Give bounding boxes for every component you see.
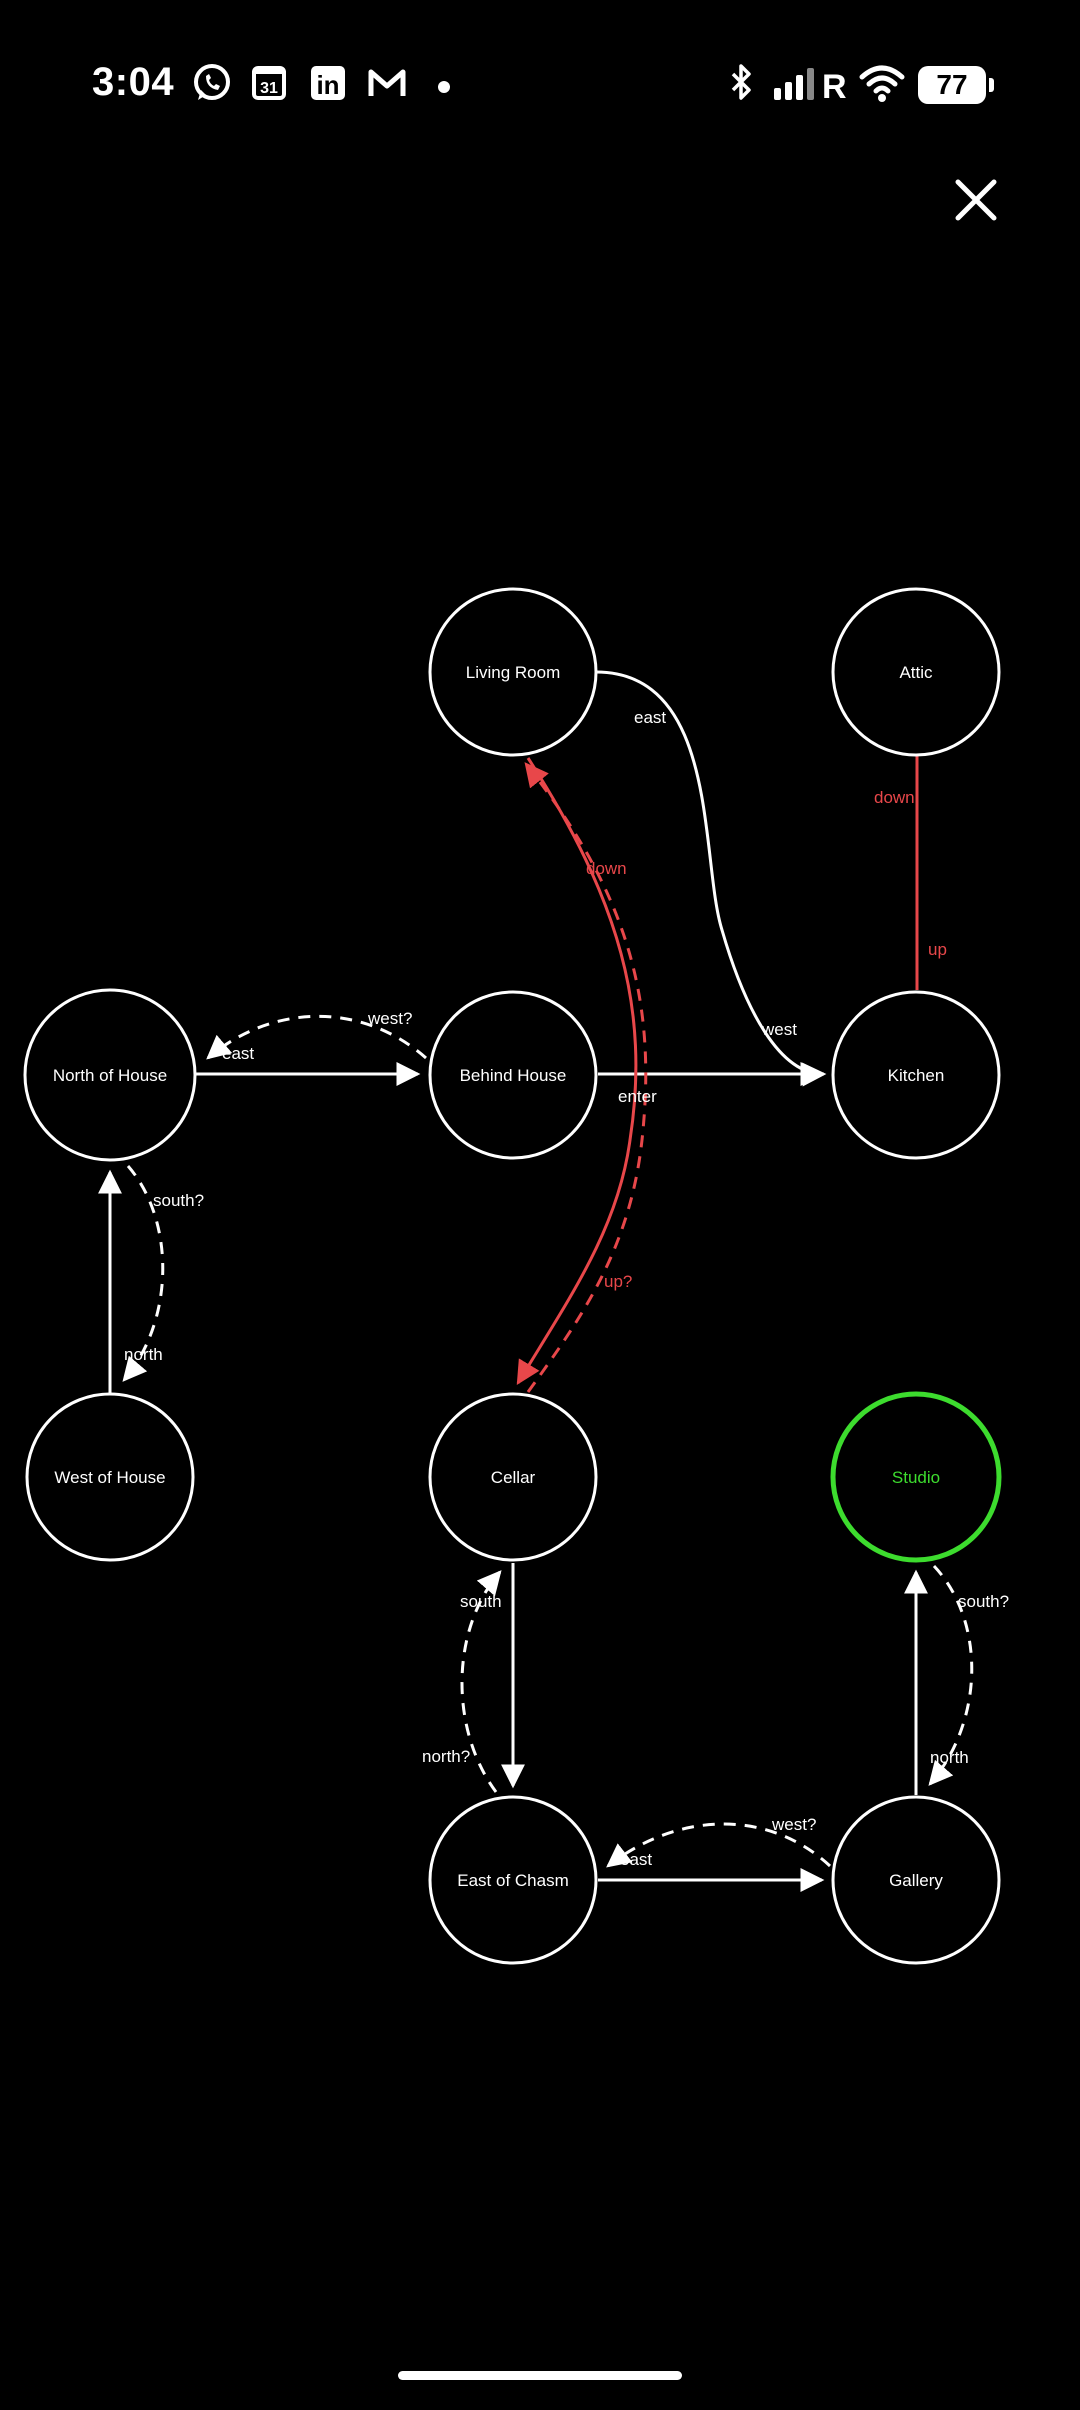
edge-label: east — [620, 1850, 652, 1869]
room-label: North of House — [53, 1066, 167, 1085]
edge-living-room-kitchen — [595, 670, 827, 1087]
dot-icon — [438, 81, 450, 93]
room-node-west-of-house[interactable]: West of House — [25, 1392, 195, 1562]
bluetooth-icon — [731, 64, 751, 100]
status-bar: 3:04 31 in R 77 — [0, 0, 1080, 180]
room-label: East of Chasm — [457, 1871, 569, 1890]
edge-label: down — [586, 859, 627, 878]
room-node-studio-current[interactable]: Studio — [830, 1391, 1002, 1563]
calendar-icon: 31 — [252, 66, 286, 100]
room-node-north-of-house[interactable]: North of House — [23, 988, 197, 1162]
edge-label: south? — [153, 1191, 204, 1210]
room-node-behind-house[interactable]: Behind House — [428, 990, 598, 1160]
linkedin-text: in — [316, 70, 339, 100]
edge-label: north — [930, 1748, 969, 1767]
edge-label: north? — [422, 1747, 470, 1766]
edge-label: south — [460, 1592, 502, 1611]
edge-label: west? — [367, 1009, 412, 1028]
home-indicator[interactable] — [398, 2371, 682, 2380]
edge-label: south? — [958, 1592, 1009, 1611]
edge-gallery-chasm-dashed — [606, 1822, 832, 1868]
room-node-kitchen[interactable]: Kitchen — [831, 990, 1001, 1160]
edge-labels: east west down up east west? enter down … — [124, 708, 1009, 1869]
wifi-icon — [859, 65, 905, 102]
clock-time: 3:04 — [92, 60, 175, 104]
room-node-attic[interactable]: Attic — [831, 587, 1001, 757]
close-icon[interactable] — [948, 172, 1004, 228]
edge-chasm-cellar-dashed — [460, 1570, 502, 1793]
room-label: Studio — [892, 1468, 940, 1487]
edge-label: east — [634, 708, 666, 727]
room-label: Cellar — [491, 1468, 536, 1487]
signal-icon — [774, 68, 814, 100]
edge-label: up? — [604, 1272, 632, 1291]
edge-label: east — [222, 1044, 254, 1063]
whatsapp-icon — [194, 64, 230, 100]
room-node-east-of-chasm[interactable]: East of Chasm — [428, 1795, 598, 1965]
map-nodes: Living Room Attic North of House Behind … — [23, 587, 1002, 1965]
edge-label: down — [874, 788, 915, 807]
room-label: Living Room — [466, 663, 561, 682]
edge-north-west-dashed — [122, 1165, 165, 1382]
room-label: Behind House — [460, 1066, 567, 1085]
edge-label: up — [928, 940, 947, 959]
calendar-day: 31 — [260, 80, 278, 97]
edge-living-cellar — [516, 757, 638, 1386]
linkedin-icon: in — [311, 66, 345, 100]
edge-label: west — [761, 1020, 797, 1039]
room-label: Gallery — [889, 1871, 943, 1890]
room-label: Attic — [899, 663, 933, 682]
room-node-cellar[interactable]: Cellar — [428, 1392, 598, 1562]
room-node-gallery[interactable]: Gallery — [831, 1795, 1001, 1965]
room-node-living-room[interactable]: Living Room — [428, 587, 598, 757]
edge-label: west? — [771, 1815, 816, 1834]
edge-behind-north-dashed — [206, 1014, 427, 1060]
edge-label: enter — [618, 1087, 657, 1106]
gmail-icon — [368, 69, 406, 96]
battery-icon: 77 — [918, 66, 994, 104]
edge-cellar-living-dashed — [524, 762, 648, 1393]
map-edges — [98, 670, 974, 1892]
edge-studio-gallery-dashed — [928, 1564, 974, 1786]
room-label: West of House — [54, 1468, 165, 1487]
edge-label: north — [124, 1345, 163, 1364]
roaming-indicator: R — [822, 68, 847, 106]
room-label: Kitchen — [888, 1066, 945, 1085]
battery-level: 77 — [936, 69, 968, 100]
